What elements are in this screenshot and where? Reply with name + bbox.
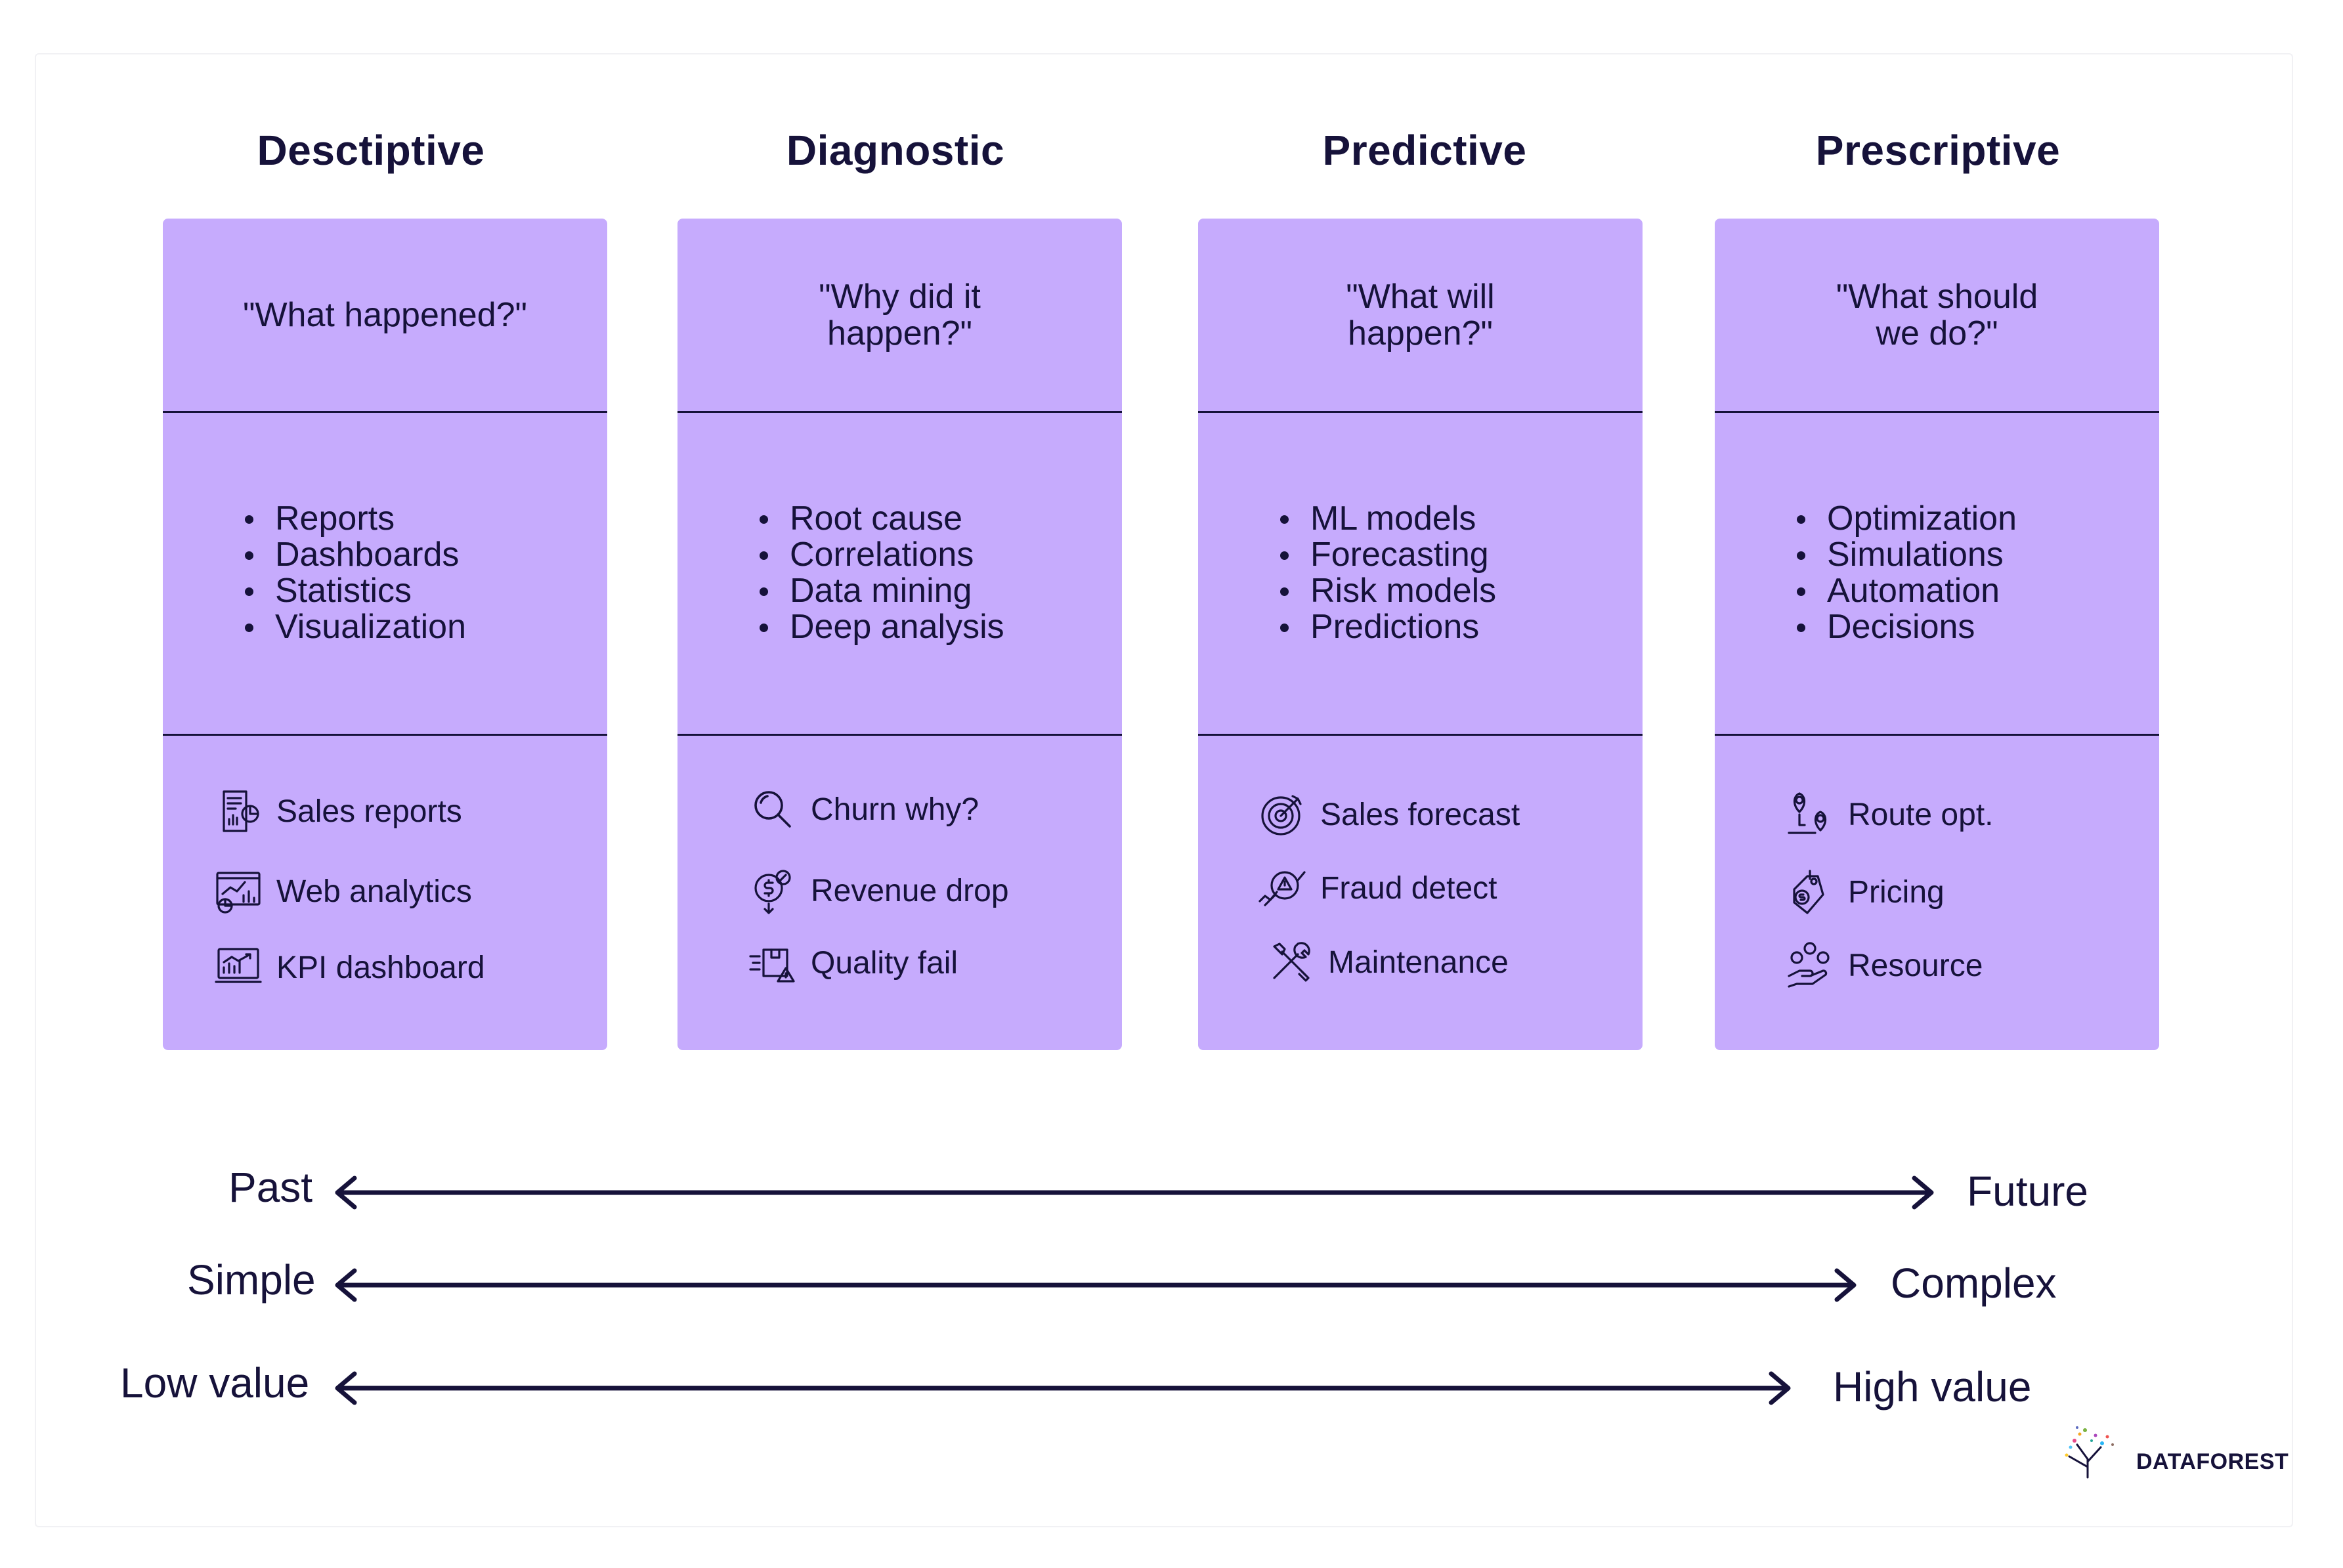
axis-left-label-simple: Simple — [187, 1256, 316, 1303]
method-list-section: ML models Forecasting Risk models Predic… — [1198, 413, 1643, 736]
example-item: Sales forecast — [1256, 788, 1520, 841]
example-label: Route opt. — [1848, 797, 1994, 832]
tools-icon — [1273, 942, 1310, 982]
list-item: Forecasting — [1274, 537, 1496, 573]
package-warning-icon — [749, 948, 795, 983]
list-item: Dashboards — [238, 537, 466, 573]
web-analytics-icon — [216, 872, 261, 914]
example-item: Pricing — [1784, 866, 1945, 918]
question-section: "What happened?" — [163, 219, 607, 413]
list-item: Data mining — [753, 573, 1004, 609]
card-predictive: "What will happen?" ML models Forecastin… — [1198, 219, 1643, 1050]
examples-section: Churn why? Revenue drop Quality fail — [677, 736, 1122, 1050]
example-item: Churn why? — [746, 783, 979, 836]
axis-arrow-time — [335, 1176, 1934, 1210]
example-label: Quality fail — [811, 945, 958, 981]
list-item: Automation — [1790, 573, 2017, 609]
question-text: "What should we do?" — [1836, 277, 2038, 352]
examples-section: Route opt. Pricing Resource — [1715, 736, 2159, 1050]
magnifier-icon — [754, 791, 791, 828]
example-item: KPI dashboard — [212, 941, 485, 994]
question-text: "Why did it happen?" — [819, 277, 981, 352]
example-item: Route opt. — [1784, 788, 1993, 841]
list-item: Visualization — [238, 609, 466, 645]
column-title-predictive: Predictive — [1322, 127, 1527, 174]
list-item: Optimization — [1790, 501, 2017, 537]
example-label: Maintenance — [1328, 944, 1509, 980]
list-item: Correlations — [753, 537, 1004, 573]
example-item: Resource — [1784, 939, 1983, 992]
list-item: Statistics — [238, 573, 466, 609]
axis-right-label-high-value: High value — [1833, 1363, 2032, 1410]
column-title-diagnostic: Diagnostic — [786, 127, 1005, 174]
brand-name: DATAFOREST — [2136, 1449, 2289, 1474]
card-prescriptive: "What should we do?" Optimization Simula… — [1715, 219, 2159, 1050]
list-item: Deep analysis — [753, 609, 1004, 645]
revenue-drop-icon — [754, 870, 791, 914]
list-item: Risk models — [1274, 573, 1496, 609]
target-icon — [1261, 795, 1302, 836]
example-item: Revenue drop — [746, 864, 1009, 917]
diagram-frame — [35, 53, 2293, 1527]
question-text: "What happened?" — [242, 295, 527, 334]
example-item: Quality fail — [746, 937, 958, 989]
axis-right-label-future: Future — [1967, 1168, 2088, 1215]
list-item: Reports — [238, 501, 466, 537]
card-descriptive: "What happened?" Reports Dashboards Stat… — [163, 219, 607, 1050]
example-label: Web analytics — [276, 874, 472, 909]
tree-logo-icon — [2065, 1426, 2114, 1479]
method-list-section: Root cause Correlations Data mining Deep… — [677, 413, 1122, 736]
price-tag-icon — [1793, 870, 1824, 914]
example-label: Sales reports — [276, 794, 462, 829]
question-section: "What will happen?" — [1198, 219, 1643, 413]
resource-hand-icon — [1788, 942, 1830, 988]
examples-section: Sales reports Web analytics KPI dashboar… — [163, 736, 607, 1050]
example-label: KPI dashboard — [276, 950, 485, 985]
example-label: Churn why? — [811, 792, 979, 827]
list-item: Simulations — [1790, 537, 2017, 573]
method-list: Root cause Correlations Data mining Deep… — [753, 501, 1004, 645]
fraud-alert-icon — [1258, 871, 1306, 906]
example-item: Fraud detect — [1256, 862, 1497, 914]
list-item: Predictions — [1274, 609, 1496, 645]
column-title-descriptive: Desctiptive — [257, 127, 485, 174]
example-label: Pricing — [1848, 874, 1945, 910]
axis-left-label-past: Past — [228, 1164, 313, 1211]
list-item: Root cause — [753, 501, 1004, 537]
question-section: "Why did it happen?" — [677, 219, 1122, 413]
examples-section: Sales forecast Fraud detect Maintenance — [1198, 736, 1643, 1050]
method-list: Optimization Simulations Automation Deci… — [1790, 501, 2017, 645]
method-list-section: Optimization Simulations Automation Deci… — [1715, 413, 2159, 736]
example-label: Revenue drop — [811, 873, 1009, 908]
axis-arrow-complexity — [335, 1268, 1857, 1302]
example-label: Fraud detect — [1320, 870, 1497, 906]
method-list: Reports Dashboards Statistics Visualizat… — [238, 501, 466, 645]
axis-left-label-low-value: Low value — [120, 1359, 310, 1407]
example-item: Maintenance — [1264, 936, 1509, 988]
example-label: Sales forecast — [1320, 797, 1520, 832]
route-pin-icon — [1788, 792, 1827, 834]
example-item: Web analytics — [212, 865, 472, 918]
method-list: ML models Forecasting Risk models Predic… — [1274, 501, 1496, 645]
report-document-icon — [223, 790, 259, 832]
method-list-section: Reports Dashboards Statistics Visualizat… — [163, 413, 607, 736]
question-text: "What will happen?" — [1346, 277, 1495, 352]
brand-logo: DATAFOREST — [2061, 1421, 2289, 1480]
card-diagnostic: "Why did it happen?" Root cause Correlat… — [677, 219, 1122, 1050]
axis-arrow-value — [335, 1371, 1791, 1405]
example-item: Sales reports — [212, 785, 462, 837]
axis-right-label-complex: Complex — [1891, 1260, 2057, 1307]
list-item: ML models — [1274, 501, 1496, 537]
kpi-dashboard-icon — [215, 948, 262, 983]
question-section: "What should we do?" — [1715, 219, 2159, 413]
column-title-prescriptive: Prescriptive — [1815, 127, 2061, 174]
example-label: Resource — [1848, 948, 1983, 983]
list-item: Decisions — [1790, 609, 2017, 645]
